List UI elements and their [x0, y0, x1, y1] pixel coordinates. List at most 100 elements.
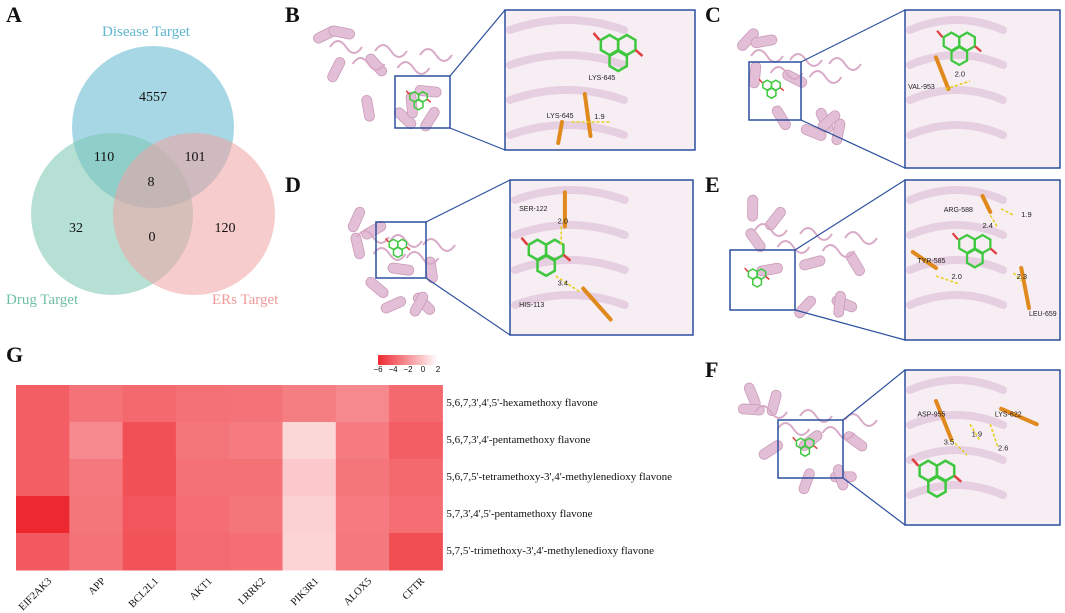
ligand-oxygen	[989, 247, 998, 255]
heatmap-cell	[16, 385, 70, 423]
panel-letter-e: E	[705, 172, 720, 197]
distance-label: 1.9	[972, 430, 982, 439]
ligand-oxygen	[426, 98, 432, 103]
helix	[737, 403, 765, 416]
heatmap-cell	[122, 385, 177, 423]
ligand-ring	[536, 254, 557, 278]
heatmap-row-label: 5,7,3',4',5'-pentamethoxy flavone	[446, 507, 593, 520]
hydrogen-bond	[950, 439, 968, 456]
panel-letter-g: G	[6, 342, 24, 367]
ligand-oxygen	[562, 253, 572, 262]
residue-stick	[582, 92, 593, 138]
residue-label: LEU-659	[1029, 311, 1057, 318]
ligand-oxygen	[592, 32, 601, 41]
ligand-oxygen	[405, 90, 410, 95]
heatmap-cell	[229, 385, 283, 423]
connector-line	[425, 179, 511, 223]
distance-label: 2.0	[955, 69, 965, 78]
heatmap-cell	[122, 496, 177, 534]
venn-circle-ers	[113, 133, 275, 295]
heatmap-cell	[16, 533, 70, 571]
helix	[766, 389, 782, 417]
helix	[420, 106, 440, 132]
venn-count-disease-ers: 101	[184, 150, 206, 165]
heatmap-cell	[229, 422, 283, 460]
heatmap-cell	[335, 422, 390, 460]
background-ribbon	[506, 51, 628, 69]
background-ribbon	[906, 481, 1007, 499]
background-ribbon	[511, 291, 629, 309]
overview-box	[729, 249, 796, 311]
helix	[833, 290, 846, 318]
distance-label: 1.9	[594, 112, 604, 121]
background-ribbon	[906, 121, 1007, 139]
residue-stick	[980, 194, 993, 214]
helix	[747, 194, 759, 222]
ligand-oxygen	[911, 457, 920, 467]
heatmap-row-label: 5,6,7,5'-tetramethoxy-3',4'-methylenedio…	[446, 470, 672, 483]
venn-count-drug-only: 32	[69, 221, 83, 236]
heatmap-cell	[69, 422, 124, 460]
ligand-oxygen	[974, 45, 982, 53]
distance-label: 2.3	[1017, 272, 1027, 281]
helix	[347, 206, 366, 233]
ligand-ring	[965, 248, 984, 269]
heatmap-cell	[175, 459, 230, 497]
heatmap-cell	[229, 496, 283, 534]
ligand-oxygen	[936, 30, 944, 38]
ligand-oxygen	[406, 246, 411, 251]
hydrogen-bond	[989, 214, 999, 229]
loop	[769, 66, 804, 80]
panel-letter-c: C	[705, 2, 721, 27]
heatmap-cell	[282, 385, 337, 423]
hydrogen-bond	[945, 80, 971, 90]
venn-count-ers-only: 120	[214, 221, 236, 236]
background-ribbon	[906, 256, 1007, 274]
heatmap-cell	[389, 385, 443, 423]
connector-line	[794, 179, 906, 251]
ligand-ring	[413, 98, 424, 111]
loop	[799, 227, 833, 241]
heatmap-cell	[282, 459, 337, 497]
background-ribbon	[906, 411, 1007, 429]
hydrogen-bond	[969, 423, 981, 441]
heatmap-cell	[282, 422, 337, 460]
venn-label-drug: Drug Target	[6, 292, 79, 308]
distance-label: 3.5	[944, 437, 954, 446]
ligand-ring	[800, 445, 811, 458]
ligand-oxygen	[813, 445, 818, 450]
heatmap-cell	[389, 459, 443, 497]
loop	[405, 251, 440, 265]
helix	[758, 440, 783, 460]
loop	[799, 409, 833, 423]
helix	[843, 431, 868, 452]
loop	[351, 57, 386, 71]
protein-cartoon	[347, 206, 456, 317]
helix	[799, 255, 826, 271]
heatmap-cell	[16, 459, 70, 497]
venn-count-drug-ers: 0	[148, 230, 156, 245]
panel-letter-d: D	[285, 172, 301, 197]
loop	[419, 48, 453, 62]
ligand-oxygen	[779, 87, 785, 92]
ligand-oxygen	[384, 237, 390, 243]
overview-box	[375, 221, 427, 279]
venn-count-disease-only: 4557	[139, 90, 167, 105]
heatmap-cell	[122, 459, 177, 497]
loop	[776, 422, 811, 436]
helix	[387, 262, 415, 276]
distance-label: 2.6	[998, 444, 1008, 453]
colorbar-tick: 0	[420, 365, 426, 374]
loop	[422, 238, 456, 252]
residue-label: HIS-113	[519, 302, 544, 309]
helix	[365, 276, 389, 298]
heatmap-cell	[229, 459, 283, 497]
protein-cartoon	[745, 194, 878, 319]
ligand-oxygen	[951, 232, 959, 241]
heatmap-cell	[282, 533, 337, 571]
heatmap-cell	[389, 533, 443, 571]
distance-label: 3.4	[558, 278, 568, 287]
